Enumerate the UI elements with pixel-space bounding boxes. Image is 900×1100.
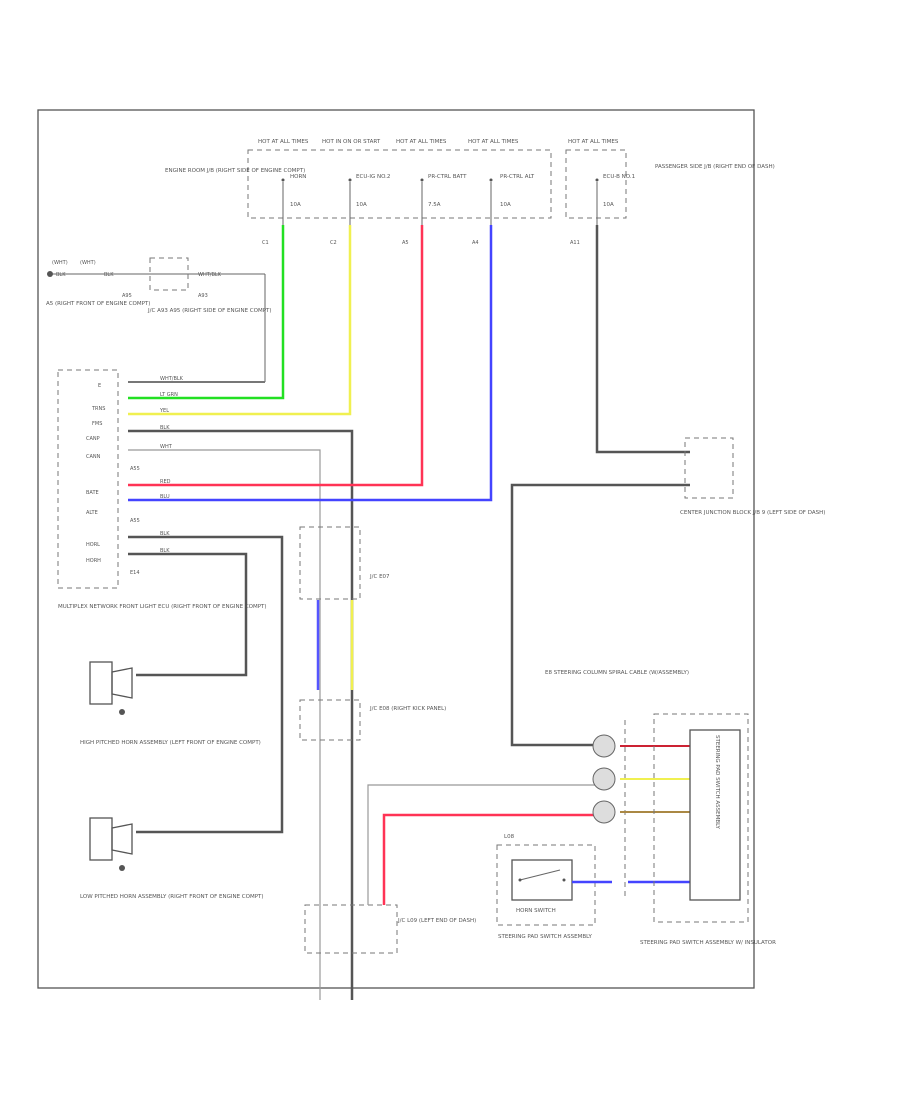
wire-label-blk3: BLK xyxy=(160,548,170,554)
splice-id-2: A93 xyxy=(198,293,208,299)
ecu-pin-canp: CANP xyxy=(86,436,100,442)
jc-l09-label: J/C L09 (LEFT END OF DASH) xyxy=(397,918,476,924)
passenger-jb-label: PASSENGER SIDE J/B (RIGHT END OF DASH) xyxy=(655,164,775,170)
fuse-batt-conn: A5 xyxy=(402,240,409,246)
ecu-pin-alte: ALTE xyxy=(86,510,98,516)
fuse-ecu-ig-conn: C2 xyxy=(330,240,337,246)
fuse-ecub-name: ECU-B NO.1 xyxy=(603,174,635,180)
wire-ecub-center xyxy=(595,225,690,454)
wire-label-blk2: BLK xyxy=(160,531,170,537)
wire-label-blu: BLU xyxy=(160,494,170,500)
fuse-ecub-rating: 10A xyxy=(603,202,614,208)
fuse-ecu-ig: HOT IN ON OR START ECU-IG NO.2 10A C2 xyxy=(322,139,390,246)
splice-note-2: J/C A93 A95 (RIGHT SIDE OF ENGINE COMPT) xyxy=(147,308,272,314)
jc-e08-label: J/C E08 (RIGHT KICK PANEL) xyxy=(369,706,446,712)
jc-e07: J/C E07 xyxy=(299,526,390,600)
ecu-pin-fms: FMS xyxy=(92,421,102,427)
splice-block: (WHT) (WHT) BLK BLK WHT/BLK A95 A93 A5 (… xyxy=(46,257,272,382)
center-junction-block: CENTER JUNCTION BLOCK J/B 9 (LEFT SIDE O… xyxy=(680,437,825,516)
wire-label-red: RED xyxy=(160,479,171,485)
wire-red-spiral xyxy=(382,813,598,905)
ecu-pin-horh: HORH xyxy=(86,558,101,564)
fuse-horn-name: HORN xyxy=(290,174,306,180)
steering-pad-label: STEERING PAD SWITCH ASSEMBLY xyxy=(498,934,592,940)
ecu-pin-a55: A55 xyxy=(130,466,140,472)
fuse-horn: HOT AT ALL TIMES HORN 10A C1 xyxy=(258,139,309,246)
fuse-ecub-conn: A11 xyxy=(570,240,580,246)
fuse-horn-power: HOT AT ALL TIMES xyxy=(258,139,309,145)
splice-label-2: (WHT) xyxy=(80,260,96,266)
ecu-wires: WHT/BLK LT GRN YEL BLK WHT RED BLU BLK B… xyxy=(128,225,493,1000)
ecu-pin-e14: E14 xyxy=(130,570,140,576)
high-horn-label: HIGH PITCHED HORN ASSEMBLY (LEFT FRONT O… xyxy=(80,740,261,746)
fuse-pr-ctrl-alt: HOT AT ALL TIMES PR-CTRL ALT 10A A4 xyxy=(468,139,535,246)
ecu-pin-a55b: A55 xyxy=(130,518,140,524)
ecu-pin-e: E xyxy=(98,383,101,389)
ecu-label: MULTIPLEX NETWORK FRONT LIGHT ECU (RIGHT… xyxy=(58,604,267,610)
splice-note: A5 (RIGHT FRONT OF ENGINE COMPT) xyxy=(46,301,150,307)
fuse-alt-power: HOT AT ALL TIMES xyxy=(468,139,519,145)
jc-e07-label: J/C E07 xyxy=(369,574,390,580)
spiral-cable-label: E8 STEERING COLUMN SPIRAL CABLE (W/ASSEM… xyxy=(545,670,689,676)
ecu-pin-horl: HORL xyxy=(86,542,100,548)
fuse-alt-rating: 10A xyxy=(500,202,511,208)
fuse-ecu-ig-rating: 10A xyxy=(356,202,367,208)
splice-id-1: A95 xyxy=(122,293,132,299)
ecu-pin-cann: CANN xyxy=(86,454,101,460)
fuse-batt-name: PR-CTRL BATT xyxy=(428,174,467,180)
center-jb-label: CENTER JUNCTION BLOCK J/B 9 (LEFT SIDE O… xyxy=(680,510,825,516)
jc-e08: J/C E08 (RIGHT KICK PANEL) xyxy=(299,699,446,741)
splice-label-3: BLK xyxy=(56,272,66,278)
wire-label-ltgrn: LT GRN xyxy=(160,392,178,398)
fuse-ecu-ig-power: HOT IN ON OR START xyxy=(322,139,381,145)
splice-label-4: BLK xyxy=(104,272,114,278)
fuse-batt-power: HOT AT ALL TIMES xyxy=(396,139,447,145)
wire-wht-spiral xyxy=(367,784,598,905)
horn-switch-id: L08 xyxy=(504,834,515,840)
steering-assembly: STEERING PAD SWITCH ASSEMBLY STEERING PA… xyxy=(640,713,776,946)
wire-label-blk: BLK xyxy=(160,425,170,431)
spiral-cable: E8 STEERING COLUMN SPIRAL CABLE (W/ASSEM… xyxy=(545,670,689,900)
engine-room-jb: ENGINE ROOM J/B (RIGHT SIDE OF ENGINE CO… xyxy=(165,149,552,219)
fuse-batt-rating: 7.5A xyxy=(428,202,441,208)
fuse-horn-conn: C1 xyxy=(262,240,269,246)
jc-l09: J/C L09 (LEFT END OF DASH) xyxy=(304,904,476,954)
fuse-ecu-ig-name: ECU-IG NO.2 xyxy=(356,174,390,180)
fuse-alt-name: PR-CTRL ALT xyxy=(500,174,535,180)
splice-label-1: (WHT) xyxy=(52,260,68,266)
ecu-pin-trns: TRNS xyxy=(91,406,105,412)
ecu-pin-bate: BATE xyxy=(86,490,99,496)
fuse-ecub-power: HOT AT ALL TIMES xyxy=(568,139,619,145)
high-horn: HIGH PITCHED HORN ASSEMBLY (LEFT FRONT O… xyxy=(80,661,261,746)
airbag-label: STEERING PAD SWITCH ASSEMBLY xyxy=(714,735,720,829)
wire-label-whtblk: WHT/BLK xyxy=(160,376,184,382)
passenger-jb: HOT AT ALL TIMES ECU-B NO.1 10A A11 PASS… xyxy=(565,139,775,246)
fuse-horn-rating: 10A xyxy=(290,202,301,208)
splice-label-5: WHT/BLK xyxy=(198,272,222,278)
low-horn-label: LOW PITCHED HORN ASSEMBLY (RIGHT FRONT O… xyxy=(80,894,264,900)
horn-switch-label: HORN SWITCH xyxy=(516,908,556,914)
wire-label-yel: YEL xyxy=(159,408,169,414)
low-horn: LOW PITCHED HORN ASSEMBLY (RIGHT FRONT O… xyxy=(80,817,264,900)
wire-center-spiral xyxy=(510,483,690,747)
fuse-pr-ctrl-batt: HOT AT ALL TIMES PR-CTRL BATT 7.5A A5 xyxy=(396,139,467,246)
front-light-ecu: E TRNS FMS CANP CANN A55 BATE ALTE A55 H… xyxy=(57,369,267,610)
diagram-border xyxy=(37,109,755,989)
wire-label-wht: WHT xyxy=(160,444,173,450)
horn-switch: L08 HORN SWITCH STEERING PAD SWITCH ASSE… xyxy=(496,834,612,940)
steering-assy-label: STEERING PAD SWITCH ASSEMBLY W/ INSULATO… xyxy=(640,940,776,946)
engine-room-jb-label: ENGINE ROOM J/B (RIGHT SIDE OF ENGINE CO… xyxy=(165,168,305,174)
fuse-alt-conn: A4 xyxy=(472,240,479,246)
